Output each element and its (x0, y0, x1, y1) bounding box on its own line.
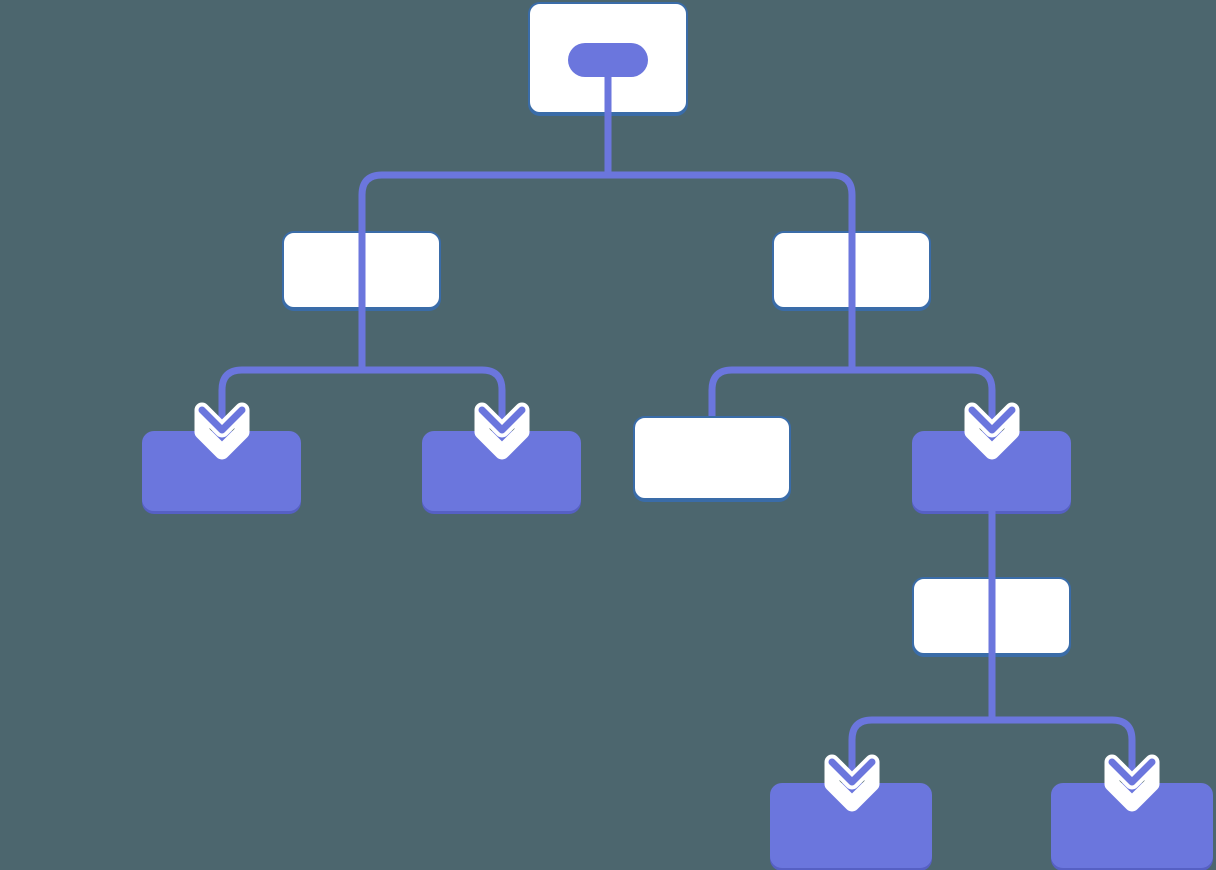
level4-leaf-two[interactable] (1051, 783, 1213, 868)
edge-level1right-to-outlined (708, 366, 852, 416)
level3-outlined-node[interactable] (912, 577, 1071, 655)
redacted-label-pill (568, 43, 648, 77)
edge-level1right-to-branch (852, 366, 996, 434)
level1-left-node[interactable] (282, 231, 441, 309)
level2-branch-node[interactable] (912, 431, 1071, 511)
edge-level3-to-leaf-one (848, 716, 992, 786)
edge-level1left-to-leaf-two (362, 366, 506, 434)
level1-right-node[interactable] (772, 231, 931, 309)
edge-level1left-to-leaf-one (218, 366, 362, 434)
level2-leaf-one[interactable] (142, 431, 301, 511)
level4-leaf-one[interactable] (770, 783, 932, 868)
root-node[interactable] (528, 2, 688, 114)
level2-outlined-node[interactable] (633, 416, 791, 500)
edge-level3-to-leaf-two (992, 716, 1136, 786)
level2-leaf-two[interactable] (422, 431, 581, 511)
